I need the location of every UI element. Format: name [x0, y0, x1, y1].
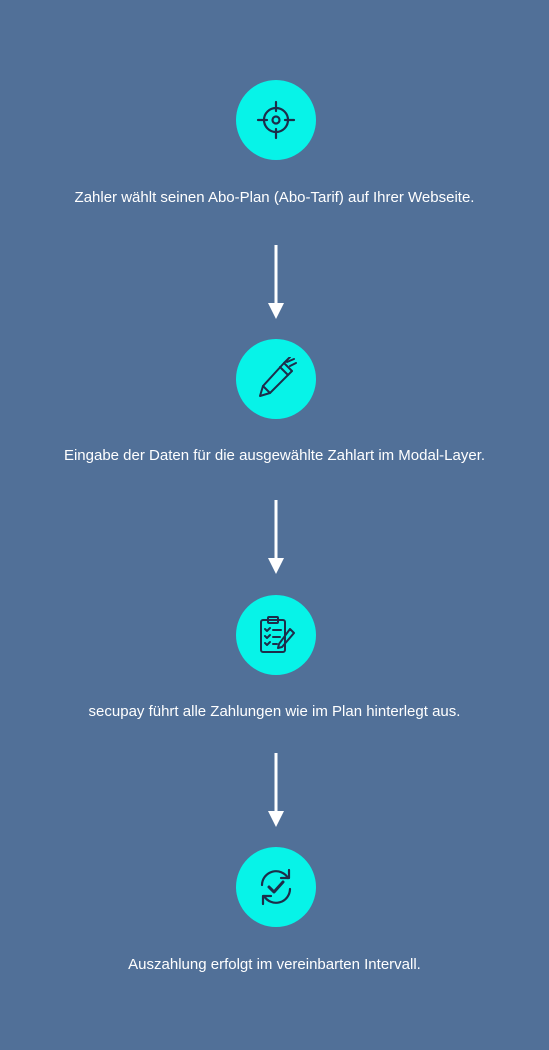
step-1-icon-circle — [236, 80, 316, 160]
step-3-icon-circle — [236, 595, 316, 675]
pen-icon — [259, 357, 297, 397]
step-3-text: secupay führt alle Zahlungen wie im Plan… — [88, 703, 461, 720]
clipboard-checklist-icon — [260, 616, 295, 653]
down-arrow-icon — [268, 753, 284, 827]
step-4-icon-circle — [236, 847, 316, 927]
step-2-text: Eingabe der Daten für die ausgewählte Za… — [63, 447, 486, 464]
step-2-icon-circle — [236, 339, 316, 419]
down-arrow-icon — [268, 245, 284, 319]
target-icon — [256, 100, 296, 140]
down-arrow-icon — [268, 500, 284, 574]
refresh-check-icon — [260, 868, 292, 906]
step-1-text: Zahler wählt seinen Abo-Plan (Abo-Tarif)… — [74, 189, 475, 206]
step-4-text: Auszahlung erfolgt im vereinbarten Inter… — [128, 956, 421, 973]
